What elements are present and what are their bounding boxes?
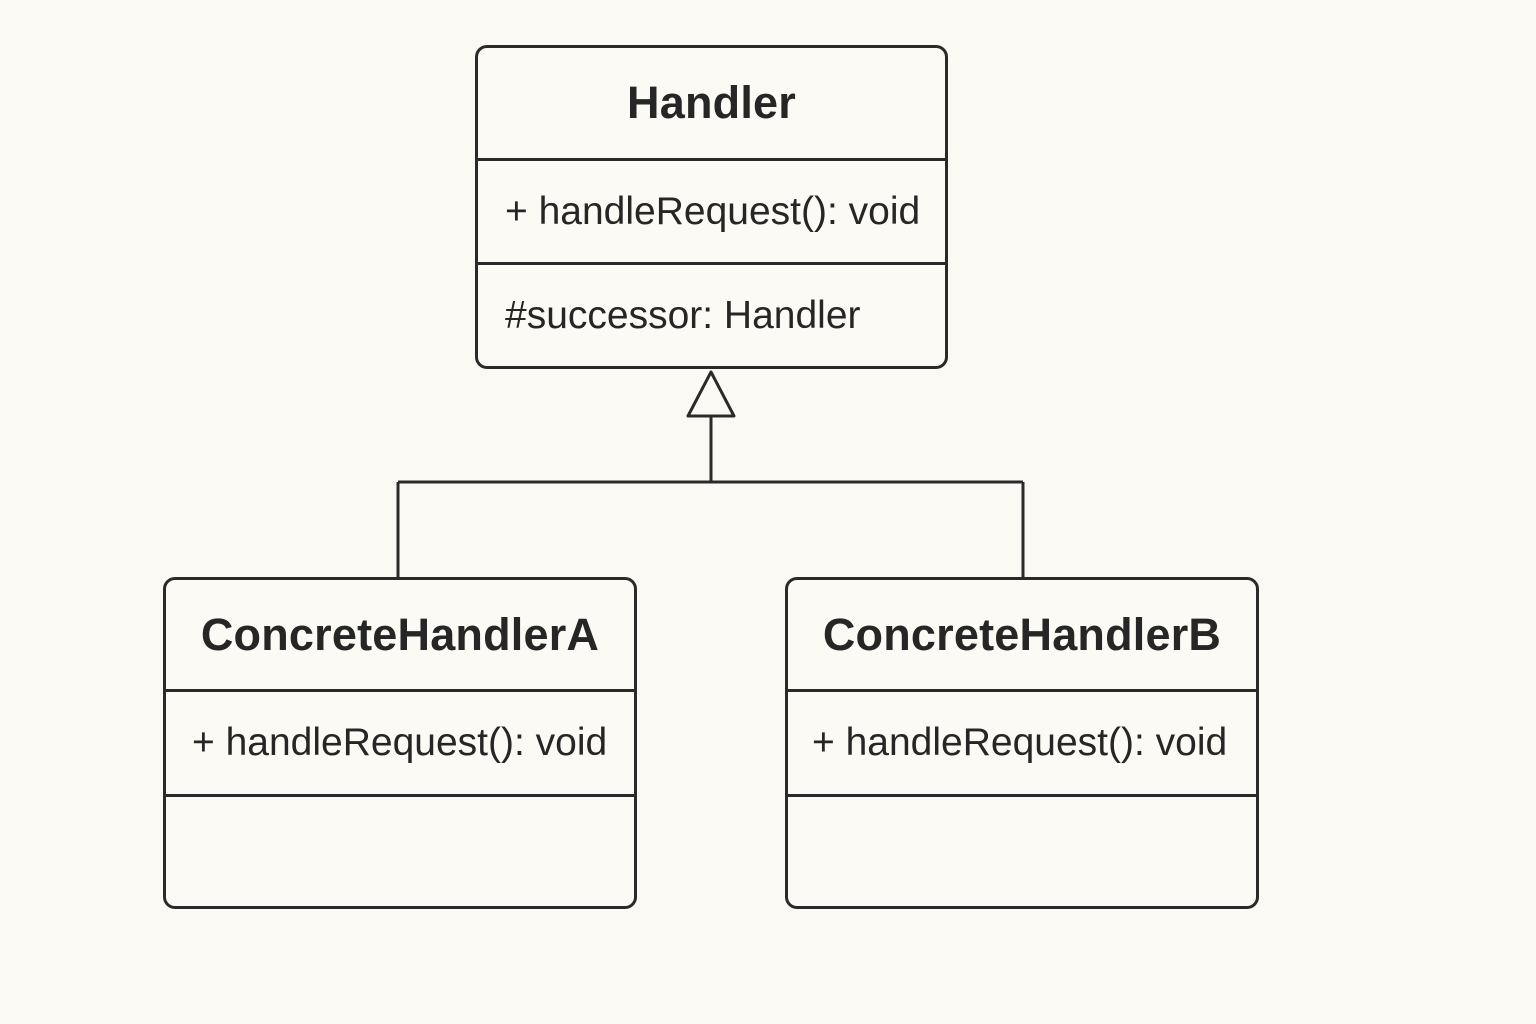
operation-handle-request: + handleRequest(): void [788, 692, 1256, 797]
attribute-successor: #successor: Handler [505, 293, 861, 337]
class-box-handler: Handler + handleRequest(): void #success… [475, 45, 948, 369]
attributes-compartment-empty [788, 797, 1256, 906]
class-name-concrete-handler-b: ConcreteHandlerB [788, 580, 1256, 692]
class-name-handler: Handler [478, 48, 945, 161]
operation-handle-request: + handleRequest(): void [166, 692, 634, 797]
class-box-concrete-handler-b: ConcreteHandlerB + handleRequest(): void [785, 577, 1259, 909]
operation-handle-request: + handleRequest(): void [478, 161, 945, 265]
generalization-arrowhead [686, 370, 736, 418]
class-box-concrete-handler-a: ConcreteHandlerA + handleRequest(): void [163, 577, 637, 909]
attributes-compartment-empty [166, 797, 634, 906]
class-name-concrete-handler-a: ConcreteHandlerA [166, 580, 634, 692]
